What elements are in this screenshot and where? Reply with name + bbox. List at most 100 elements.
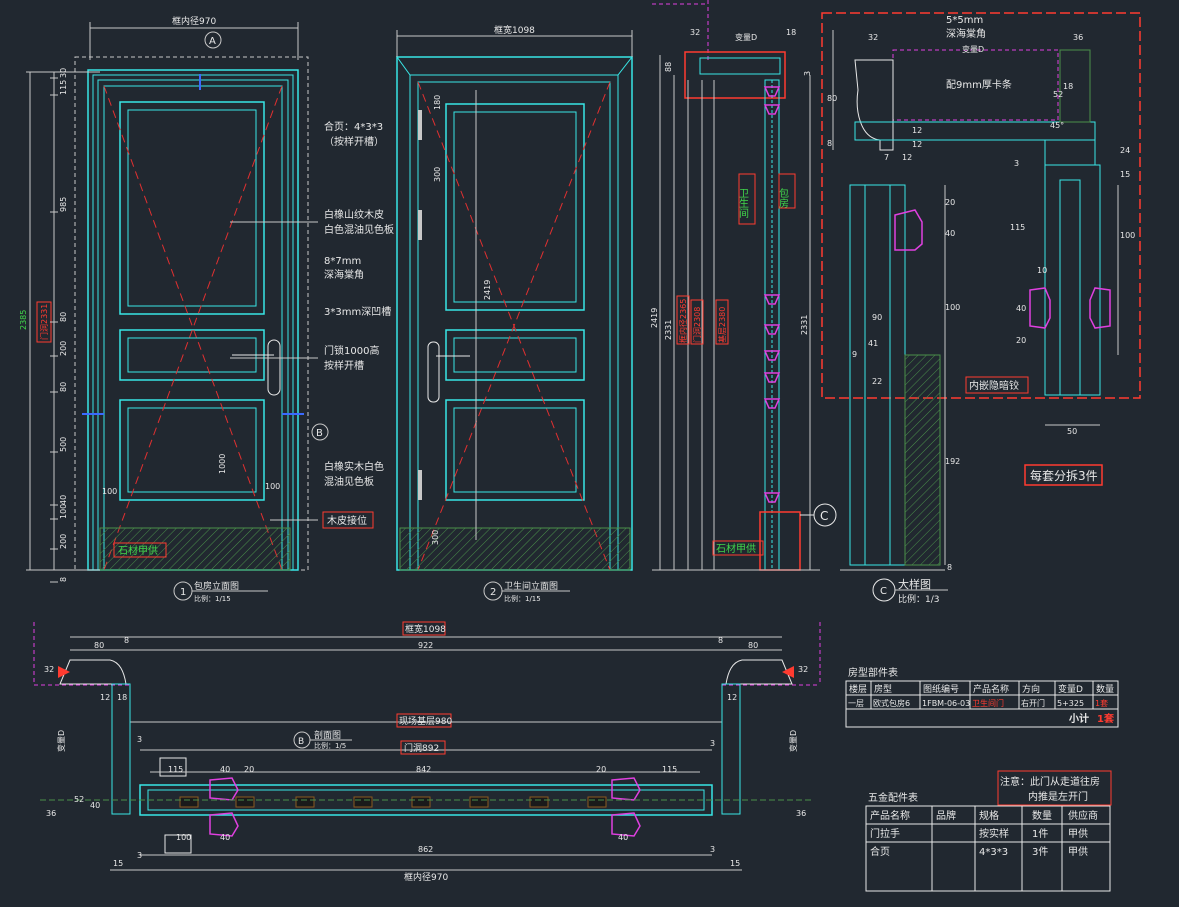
plan-15b: 15: [730, 859, 740, 868]
room-table-header: 图纸编号: [923, 683, 959, 695]
elev2-dim-frame-width: 框宽1098: [494, 24, 535, 36]
plan-hardware-blocks: [179, 796, 607, 808]
trim-label-1: 8*7mm: [324, 256, 361, 267]
plan-80b: 80: [748, 641, 758, 650]
dim-1000: 1000: [218, 454, 227, 474]
side-bathroom-label: 卫生间: [737, 188, 749, 219]
trim-label-2: 深海棠角: [324, 268, 364, 281]
dim-300-top: 300: [433, 167, 442, 182]
solid-label-1: 白橡实木白色: [324, 460, 384, 473]
detail-50: 50: [1067, 427, 1077, 436]
left-dim-label: 8: [59, 577, 68, 582]
groove-label: 3*3mm深凹槽: [324, 305, 391, 318]
left-dim-label: 80: [59, 312, 68, 322]
plan-32b: 32: [798, 665, 808, 674]
dim-100-left: 100: [102, 487, 117, 496]
detail-80: 80: [827, 94, 837, 103]
hardware-table-header: 数量: [1032, 809, 1052, 822]
detail-8b: 8: [947, 563, 952, 572]
detail-100: 100: [945, 303, 960, 312]
detail-20: 20: [945, 198, 955, 207]
hinge-mark: [763, 398, 781, 409]
left-dim-label: 100: [59, 504, 68, 519]
elev2-title: 卫生间立面图: [504, 580, 558, 592]
detail-scale: 比例：1/3: [898, 593, 940, 605]
detail-18: 18: [1063, 82, 1073, 91]
hardware-table-cell: 合页: [870, 845, 890, 858]
left-dim-label: 200: [59, 534, 68, 549]
solid-label-2: 混油见色板: [324, 475, 374, 488]
plan-40b: 40: [90, 801, 100, 810]
elev1-dim-frame-inner: 框内径970: [172, 15, 216, 27]
detail-view: 5*5mm 深海棠角 变量D 配9mm厚卡条 32 36 80 8 12 12 …: [821, 12, 1141, 605]
hardware-table: 注意：此门从走道往房 内推是左开门 五金配件表 产品名称品牌规格数量供应商门拉手…: [865, 770, 1112, 892]
side-dim-2419: 2419: [650, 308, 659, 328]
plan-frame-width: 框宽1098: [405, 623, 446, 635]
elev1-title: 包房立面图: [194, 580, 239, 592]
plan-115b: 115: [662, 765, 677, 774]
plan-block: [235, 796, 255, 808]
elev1-total: 2385: [19, 310, 28, 330]
elevation-room: 框内径970 A B 1 包房立面图 比例：1/15 100 100 1000 …: [19, 15, 329, 603]
hardware-table-cell: 甲供: [1068, 827, 1088, 840]
plan-3c: 3: [137, 851, 142, 860]
side-room-label: 包房: [777, 187, 789, 209]
room-table-cell: 右开门: [1021, 698, 1045, 708]
detail-hidden-hinge: 内嵌隐暗铰: [969, 379, 1019, 392]
plan-block: [411, 796, 431, 808]
detail-90: 90: [872, 313, 882, 322]
side-dim-var: 变量D: [735, 32, 757, 42]
hinge-mark: [763, 86, 781, 97]
plan-922: 922: [418, 641, 433, 650]
detail-41: 41: [868, 339, 878, 348]
detail-24: 24: [1120, 146, 1130, 155]
detail-12a: 12: [912, 126, 922, 135]
detail-strip: 配9mm厚卡条: [946, 78, 1012, 91]
plan-block: [179, 796, 199, 808]
detail-corner: 深海棠角: [946, 27, 986, 40]
detail-115: 115: [1010, 223, 1025, 232]
dim-100-right: 100: [265, 482, 280, 491]
plan-18: 18: [117, 693, 127, 702]
plan-var-left: 变量D: [56, 730, 66, 752]
plan-door-opening: 门洞892: [404, 742, 439, 754]
plan-scale: 比例：1/5: [314, 741, 346, 750]
elevation-bathroom: 框宽1098 180 300 300 2419 2 卫生间立面图 比例：1/15: [396, 24, 634, 603]
hinge-mark: [763, 350, 781, 361]
hardware-table-cell: 1件: [1032, 828, 1048, 840]
plan-40d: 40: [618, 833, 628, 842]
hinge-label: 合页：4*3*3: [324, 120, 383, 133]
detail-192: 192: [945, 457, 960, 466]
hardware-table-header: 供应商: [1068, 809, 1098, 822]
plan-var-right: 变量D: [788, 730, 798, 752]
elev1-door-opening: 门洞2331: [39, 304, 49, 340]
detail-12b: 12: [912, 140, 922, 149]
room-table-header: 房型: [874, 683, 892, 695]
left-dim-label: 985: [59, 197, 68, 212]
hinge-mark: [763, 372, 781, 383]
elevation-annotations: 合页：4*3*3 （按样开槽） 白橡山纹木皮 白色混油见色板 8*7mm 深海棠…: [322, 120, 394, 529]
room-table-cell: 1FBM-06-03: [922, 699, 970, 708]
hinge-label-2: （按样开槽）: [324, 135, 384, 148]
room-table-header: 数量: [1096, 683, 1114, 695]
side-hinge-marks: [763, 86, 781, 503]
plan-115a: 115: [168, 765, 183, 774]
room-table-cell: 一层: [848, 699, 864, 708]
hardware-table-cell: 4*3*3: [979, 847, 1008, 858]
plan-32a: 32: [44, 665, 54, 674]
room-table-header: 楼层: [849, 683, 867, 695]
plan-block: [353, 796, 373, 808]
detail-40: 40: [945, 229, 955, 238]
hardware-table-cell: 门拉手: [870, 827, 900, 840]
side-dim-32: 32: [690, 28, 700, 37]
plan-20b: 20: [596, 765, 606, 774]
hardware-table-title: 五金配件表: [868, 791, 918, 804]
detail-45: 45°: [1050, 121, 1064, 130]
detail-36: 36: [1073, 33, 1083, 42]
plan-site-base: 现场基层980: [399, 715, 452, 727]
lock-label-1: 门锁1000高: [324, 344, 379, 357]
plan-52: 52: [74, 795, 84, 804]
plan-3d: 3: [710, 845, 715, 854]
dim-180: 180: [433, 95, 442, 110]
